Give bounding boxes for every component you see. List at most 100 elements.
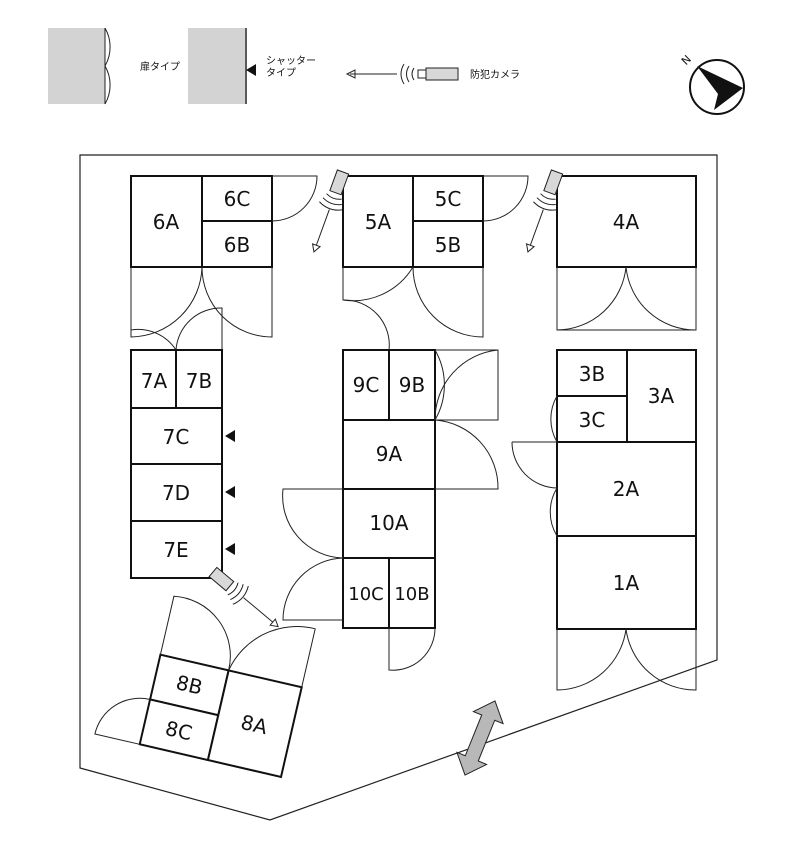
unit-6C-label: 6C — [224, 187, 251, 211]
door-7A — [130, 328, 177, 351]
legend-door-arc-icon — [104, 27, 111, 105]
legend-camera: 防犯カメラ — [345, 63, 520, 85]
door-3C — [512, 395, 558, 443]
block-5: 5A 5C 5B — [342, 175, 529, 338]
unit-3C-label: 3C — [579, 408, 606, 432]
unit-7E-label: 7E — [163, 538, 188, 562]
unit-9C[interactable] — [342, 349, 390, 421]
unit-1A-label: 1A — [613, 571, 640, 595]
unit-6B[interactable] — [201, 220, 273, 268]
unit-9C-label: 9C — [353, 373, 380, 397]
door-10A — [282, 488, 344, 559]
unit-5A[interactable] — [342, 175, 414, 268]
door-9C — [342, 299, 390, 351]
shutter-7C-icon — [225, 430, 235, 442]
camera-icon — [208, 566, 235, 592]
legend-camera-label: 防犯カメラ — [470, 68, 520, 81]
unit-3A-label: 3A — [648, 384, 675, 408]
camera-icon — [425, 67, 459, 81]
door-6B — [201, 266, 273, 338]
door-9B — [434, 349, 499, 421]
camera-icon — [329, 169, 350, 196]
shutter-7D-icon — [225, 486, 235, 498]
door-6C — [271, 175, 318, 222]
unit-5C-label: 5C — [435, 187, 462, 211]
unit-7C[interactable] — [130, 407, 223, 465]
legend-shutter-swatch — [188, 28, 245, 104]
door-1A-right — [625, 628, 697, 691]
site-boundary — [79, 154, 718, 821]
block-6: 6A 6C 6B — [130, 175, 318, 338]
compass-arrow-icon — [697, 66, 743, 110]
camera-icon — [543, 169, 564, 196]
unit-3A[interactable] — [626, 349, 697, 443]
door-9A — [434, 419, 499, 490]
unit-7C-label: 7C — [163, 425, 190, 449]
unit-7A-label: 7A — [141, 369, 168, 393]
block-8: 8B 8C 8A — [94, 595, 316, 779]
door-4A-right — [625, 266, 697, 331]
door-9B-frame — [435, 349, 499, 421]
door-2A-b — [549, 487, 558, 537]
unit-2A-label: 2A — [613, 477, 640, 501]
block-4: 4A — [556, 175, 697, 331]
entrance-arrow-icon — [456, 700, 504, 776]
unit-6A[interactable] — [130, 175, 203, 268]
door-8C — [94, 697, 151, 745]
unit-10A-label: 10A — [369, 511, 408, 535]
shutter-7E-icon — [225, 543, 235, 555]
unit-6A-label: 6A — [153, 210, 180, 234]
unit-10A[interactable] — [342, 488, 436, 559]
unit-1A[interactable] — [556, 535, 697, 630]
door-2A-a — [511, 441, 558, 489]
door-5A — [342, 266, 414, 302]
shutter-triangle-icon — [246, 64, 256, 76]
unit-5B-label: 5B — [435, 233, 461, 257]
legend-shutter-label-1: シャッター — [266, 55, 316, 67]
camera-1 — [311, 169, 350, 253]
unit-5B[interactable] — [412, 220, 484, 268]
camera-2 — [525, 169, 564, 253]
door-10C — [282, 557, 344, 621]
block-7: 7A 7B 7C 7D 7E — [130, 307, 235, 579]
legend-door-label: 扉タイプ — [140, 60, 180, 73]
unit-4A-label: 4A — [613, 210, 640, 234]
unit-10B-label: 10B — [394, 584, 429, 605]
unit-9A[interactable] — [342, 419, 436, 490]
door-8A — [228, 626, 316, 688]
door-7B — [175, 307, 223, 351]
unit-10B[interactable] — [388, 557, 436, 629]
block-1-3: 3B 3C 3A 2A 1A — [511, 349, 697, 691]
unit-9B-label: 9B — [399, 373, 425, 397]
compass-north-label: N — [679, 53, 694, 68]
door-5B — [412, 266, 484, 338]
unit-3B-label: 3B — [579, 362, 605, 386]
unit-8A-label: 8A — [239, 710, 270, 739]
unit-7E[interactable] — [130, 520, 223, 579]
door-1A-left — [556, 628, 627, 691]
unit-10C-label: 10C — [348, 584, 383, 605]
unit-5A-label: 5A — [365, 210, 392, 234]
door-8B — [159, 595, 231, 671]
unit-6B-label: 6B — [224, 233, 250, 257]
block-9-10: 9C 9B 9A 10A 10C 10B — [282, 299, 499, 671]
legend-shutter-label-2: タイプ — [266, 67, 296, 79]
unit-8A[interactable] — [206, 669, 303, 779]
unit-2A[interactable] — [556, 441, 697, 537]
legend-door-swatch — [48, 28, 105, 104]
compass: N — [679, 53, 745, 115]
camera-3 — [208, 566, 279, 628]
unit-8B-label: 8B — [174, 670, 205, 699]
unit-8C-label: 8C — [163, 716, 194, 745]
unit-6C[interactable] — [201, 175, 273, 222]
door-4A-left — [556, 266, 627, 331]
legend-shutter-type: シャッター タイプ — [188, 28, 316, 104]
door-10B — [388, 627, 436, 671]
door-6A — [130, 266, 203, 338]
unit-9A-label: 9A — [376, 442, 403, 466]
unit-7D[interactable] — [130, 463, 223, 522]
unit-3B[interactable] — [556, 349, 628, 397]
unit-7D-label: 7D — [162, 481, 190, 505]
